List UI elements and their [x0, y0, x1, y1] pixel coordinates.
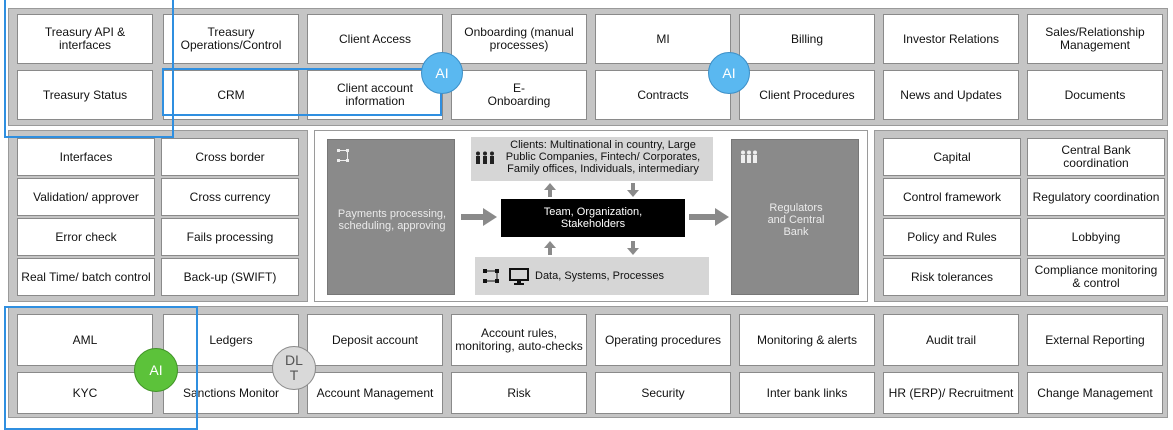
box-monitoring-alerts: Monitoring & alerts: [739, 314, 875, 366]
box-documents: Documents: [1027, 70, 1163, 120]
box-treasury-operations-control: Treasury Operations/Control: [163, 14, 299, 64]
arrow-right-icon: [461, 208, 497, 226]
team-box: Team, Organization, Stakeholders: [501, 199, 685, 237]
box-crm: CRM: [163, 70, 299, 120]
box-cross-border: Cross border: [161, 138, 299, 176]
center-diagram-panel: Payments processing, scheduling, approvi…: [314, 130, 868, 302]
box-operating-procedures: Operating procedures: [595, 314, 731, 366]
box-deposit-account: Deposit account: [307, 314, 443, 366]
box-control-framework: Control framework: [883, 178, 1021, 216]
box-audit-trail: Audit trail: [883, 314, 1019, 366]
box-error-check: Error check: [17, 218, 155, 256]
arrow-up-icon: [544, 241, 556, 255]
box-regulatory-coordination: Regulatory coordination: [1027, 178, 1165, 216]
box-policy-and-rules: Policy and Rules: [883, 218, 1021, 256]
arrow-right-icon: [689, 208, 729, 226]
box-mi: MI: [595, 14, 731, 64]
data-box: Data, Systems, Processes: [475, 257, 709, 295]
box-treasury-api-interfaces: Treasury API & interfaces: [17, 14, 153, 64]
people-icon: [741, 150, 757, 163]
arrow-up-icon: [544, 183, 556, 197]
clients-label: Clients: Multinational in country, Large…: [505, 139, 701, 175]
box-client-account-information: Client account information: [307, 70, 443, 120]
box-risk-tolerances: Risk tolerances: [883, 258, 1021, 296]
box-treasury-status: Treasury Status: [17, 70, 153, 120]
box-security: Security: [595, 372, 731, 414]
box-validation-approver: Validation/ approver: [17, 178, 155, 216]
dlt-badge: DL T: [272, 346, 316, 390]
box-onboarding-manual-processes: Onboarding (manual processes): [451, 14, 587, 64]
box-sales-relationship-management: Sales/Relationship Management: [1027, 14, 1163, 64]
highlight-client-access: [162, 68, 442, 116]
box-lobbying: Lobbying: [1027, 218, 1165, 256]
payments-box: Payments processing, scheduling, approvi…: [327, 139, 455, 295]
box-capital: Capital: [883, 138, 1021, 176]
regulators-label: Regulators and Central Bank: [767, 202, 825, 238]
monitor-icon: [509, 268, 529, 285]
workflow-icon: [483, 269, 499, 283]
box-client-procedures: Client Procedures: [739, 70, 875, 120]
data-label: Data, Systems, Processes: [535, 270, 664, 282]
arrow-down-icon: [627, 183, 639, 197]
ai-badge: AI: [708, 52, 750, 94]
box-account-rules-monitoring-auto-checks: Account rules, monitoring, auto-checks: [451, 314, 587, 366]
box-news-and-updates: News and Updates: [883, 70, 1019, 120]
box-kyc: KYC: [17, 372, 153, 414]
ai-badge: AI: [134, 348, 178, 392]
box-change-management: Change Management: [1027, 372, 1163, 414]
box-hr-erp-recruitment: HR (ERP)/ Recruitment: [883, 372, 1019, 414]
box-compliance-monitoring-control: Compliance monitoring & control: [1027, 258, 1165, 296]
box-billing: Billing: [739, 14, 875, 64]
box-interfaces: Interfaces: [17, 138, 155, 176]
box-central-bank-coordination: Central Bank coordination: [1027, 138, 1165, 176]
people-icon: [476, 151, 494, 164]
regulators-box: Regulators and Central Bank: [731, 139, 859, 295]
box-back-up-swift: Back-up (SWIFT): [161, 258, 299, 296]
highlight-treasury: [4, 0, 174, 138]
arrow-down-icon: [627, 241, 639, 255]
box-external-reporting: External Reporting: [1027, 314, 1163, 366]
box-fails-processing: Fails processing: [161, 218, 299, 256]
workflow-icon: [337, 149, 349, 162]
box-real-time-batch-control: Real Time/ batch control: [17, 258, 155, 296]
clients-box: Clients: Multinational in country, Large…: [471, 137, 713, 181]
box-e-onboarding: E- Onboarding: [451, 70, 587, 120]
payments-label: Payments processing, scheduling, approvi…: [337, 208, 447, 232]
ai-badge: AI: [421, 52, 463, 94]
box-investor-relations: Investor Relations: [883, 14, 1019, 64]
box-inter-bank-links: Inter bank links: [739, 372, 875, 414]
box-cross-currency: Cross currency: [161, 178, 299, 216]
box-aml: AML: [17, 314, 153, 366]
box-client-access: Client Access: [307, 14, 443, 64]
box-account-management: Account Management: [307, 372, 443, 414]
box-risk: Risk: [451, 372, 587, 414]
